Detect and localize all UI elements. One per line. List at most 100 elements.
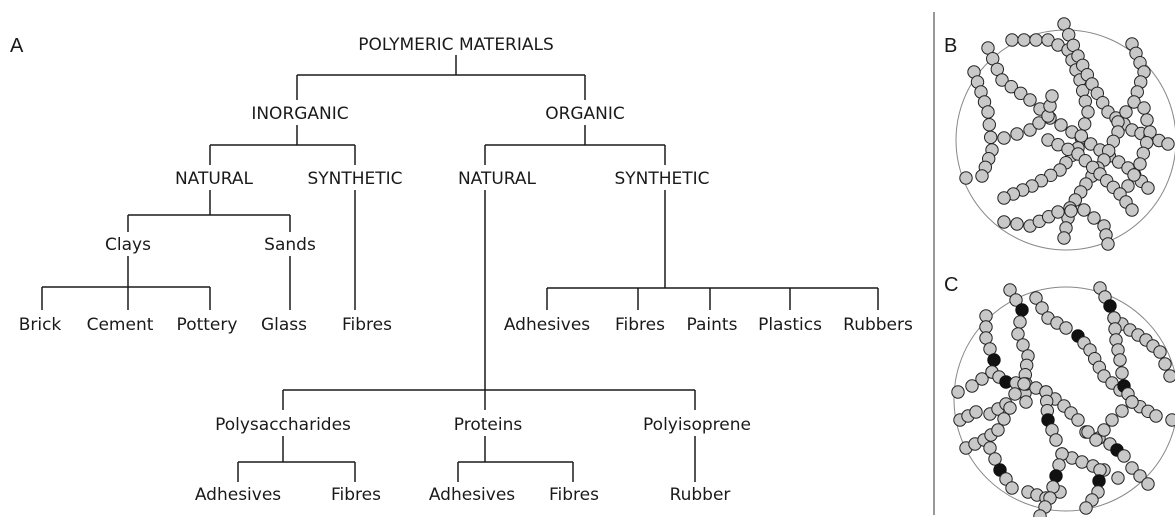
chain-bead bbox=[1090, 434, 1102, 446]
panel-label-c: C bbox=[944, 274, 958, 296]
node-inorganic: INORGANIC bbox=[251, 104, 348, 124]
chain-bead bbox=[1011, 128, 1023, 140]
chain-bead bbox=[992, 424, 1004, 436]
node-proteins: Proteins bbox=[454, 415, 523, 435]
crosslink-bead bbox=[1093, 475, 1105, 487]
chain-bead bbox=[1058, 232, 1070, 244]
chain-bead bbox=[998, 216, 1010, 228]
chain-bead bbox=[1082, 106, 1094, 118]
crosslink-bead bbox=[1104, 300, 1116, 312]
network-chain bbox=[954, 378, 1030, 426]
linear-chain bbox=[998, 204, 1114, 250]
chain-bead bbox=[1006, 34, 1018, 46]
chain-bead bbox=[1126, 396, 1138, 408]
node-organic-synthetic: SYNTHETIC bbox=[614, 169, 709, 189]
chain-bead bbox=[1112, 472, 1124, 484]
leaf-syn-adhesives: Adhesives bbox=[504, 315, 590, 335]
chain-bead bbox=[1018, 378, 1030, 390]
chain-bead bbox=[998, 192, 1010, 204]
chain-bead bbox=[1052, 206, 1064, 218]
chain-bead bbox=[1046, 90, 1058, 102]
chain-bead bbox=[1142, 182, 1154, 194]
chain-bead bbox=[1098, 424, 1110, 436]
leaf-pr-adhesives: Adhesives bbox=[429, 485, 515, 505]
chain-bead bbox=[1128, 169, 1140, 181]
network-chain bbox=[1034, 448, 1068, 517]
linear-chain bbox=[960, 66, 998, 184]
chain-bead bbox=[1055, 119, 1067, 131]
leaf-syn-paints: Paints bbox=[687, 315, 738, 335]
leaf-syn-plastics: Plastics bbox=[758, 315, 822, 335]
network-chains bbox=[952, 282, 1175, 517]
chain-bead bbox=[1072, 414, 1084, 426]
node-polysaccharides: Polysaccharides bbox=[215, 415, 351, 435]
leaf-ps-fibres: Fibres bbox=[331, 485, 381, 505]
tree-labels: POLYMERIC MATERIALS INORGANIC ORGANIC NA… bbox=[19, 35, 913, 505]
panel-label-a: A bbox=[10, 35, 24, 57]
chain-bead bbox=[982, 106, 994, 118]
chain-bead bbox=[1053, 459, 1065, 471]
crosslink-bead bbox=[1050, 470, 1062, 482]
leaf-inorganic-fibres: Fibres bbox=[342, 315, 392, 335]
panel-label-b: B bbox=[944, 35, 957, 57]
chain-bead bbox=[1102, 238, 1114, 250]
chain-bead bbox=[1164, 370, 1175, 382]
chain-bead bbox=[1009, 388, 1021, 400]
linear-chains bbox=[960, 18, 1174, 250]
chain-bead bbox=[1004, 402, 1016, 414]
chain-bead bbox=[1159, 358, 1171, 370]
chain-bead bbox=[1116, 405, 1128, 417]
node-polyisoprene: Polyisoprene bbox=[643, 415, 751, 435]
chain-bead bbox=[1011, 218, 1023, 230]
chain-bead bbox=[966, 380, 978, 392]
chain-diagram-network bbox=[952, 282, 1175, 517]
chain-bead bbox=[1138, 102, 1150, 114]
chain-bead bbox=[1060, 322, 1072, 334]
chain-bead bbox=[1120, 106, 1132, 118]
chain-bead bbox=[1118, 450, 1130, 462]
chain-bead bbox=[1141, 114, 1153, 126]
chain-bead bbox=[1126, 204, 1138, 216]
chain-bead bbox=[1114, 354, 1126, 366]
chain-bead bbox=[1154, 346, 1166, 358]
chain-bead bbox=[1056, 448, 1068, 460]
chain-bead bbox=[1030, 34, 1042, 46]
node-sands: Sands bbox=[264, 235, 316, 255]
leaf-glass: Glass bbox=[261, 315, 307, 335]
leaf-pr-fibres: Fibres bbox=[549, 485, 599, 505]
node-organic: ORGANIC bbox=[545, 104, 625, 124]
node-clays: Clays bbox=[105, 235, 151, 255]
chain-bead bbox=[1018, 34, 1030, 46]
leaf-cement: Cement bbox=[87, 315, 154, 335]
chain-diagram-linear bbox=[956, 18, 1175, 250]
chain-bead bbox=[970, 406, 982, 418]
leaf-syn-rubbers: Rubbers bbox=[843, 315, 913, 335]
chain-bead bbox=[1106, 414, 1118, 426]
leaf-pottery: Pottery bbox=[177, 315, 238, 335]
leaf-brick: Brick bbox=[19, 315, 62, 335]
network-chain bbox=[952, 310, 1000, 398]
chain-bead bbox=[976, 170, 988, 182]
chain-bead bbox=[1065, 205, 1077, 217]
chain-bead bbox=[998, 413, 1010, 425]
chain-bead bbox=[1075, 130, 1087, 142]
chain-bead bbox=[1024, 94, 1036, 106]
chain-bead bbox=[1088, 212, 1100, 224]
leaf-ps-adhesives: Adhesives bbox=[195, 485, 281, 505]
chain-bead bbox=[983, 119, 995, 131]
crosslink-bead bbox=[988, 354, 1000, 366]
chain-bead bbox=[1050, 434, 1062, 446]
chain-bead bbox=[1134, 158, 1146, 170]
chain-bead bbox=[1166, 414, 1175, 426]
crosslink-bead bbox=[1016, 304, 1028, 316]
chain-bead bbox=[1162, 138, 1174, 150]
chain-bead bbox=[1078, 204, 1090, 216]
chain-bead bbox=[1108, 312, 1120, 324]
chain-bead bbox=[1094, 464, 1106, 476]
chain-bead bbox=[1142, 478, 1154, 490]
chain-bead bbox=[985, 131, 997, 143]
node-root: POLYMERIC MATERIALS bbox=[358, 35, 554, 55]
chain-bead bbox=[1080, 502, 1092, 514]
